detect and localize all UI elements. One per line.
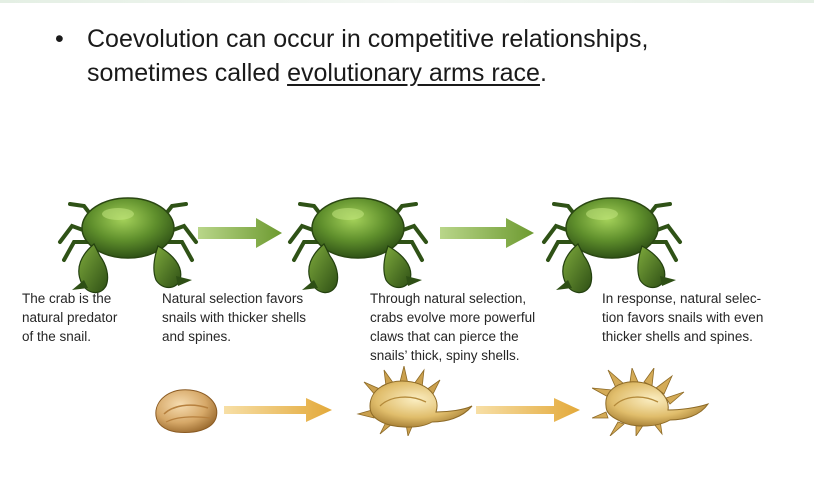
gold-arrow-2 xyxy=(476,398,580,422)
snail-shell-smooth xyxy=(155,389,218,433)
snail-shell-spiny-2 xyxy=(592,368,710,436)
top-divider xyxy=(0,0,814,3)
gold-arrow-1 xyxy=(224,398,332,422)
bullet-icon: • xyxy=(55,25,64,53)
caption-thicker-shells: Natural selection favors snails with thi… xyxy=(162,291,307,344)
bullet-line-2-prefix: sometimes called xyxy=(87,59,288,87)
crab-illustration-2 xyxy=(288,196,428,295)
crab-illustration-3 xyxy=(542,196,682,295)
evolutionary-arms-race-term: evolutionary arms race xyxy=(287,59,540,87)
bullet-text: Coevolution can occur in competitive rel… xyxy=(87,22,787,90)
bullet-line-1: Coevolution can occur in competitive rel… xyxy=(87,25,649,53)
snail-shell-spiny-1 xyxy=(356,366,473,436)
crab-illustration-1 xyxy=(58,196,198,295)
caption-even-thicker-shells: In response, natural selec- tion favors … xyxy=(602,291,764,344)
green-arrow-2 xyxy=(440,218,534,248)
bullet-line-2-suffix: . xyxy=(539,59,547,87)
caption-crab-predator: The crab is the natural predator of the … xyxy=(22,291,118,344)
green-arrow-1 xyxy=(198,218,282,248)
caption-powerful-claws: Through natural selection, crabs evolve … xyxy=(370,291,536,363)
bullet-line-2: sometimes called evolutionary arms race. xyxy=(87,56,787,90)
